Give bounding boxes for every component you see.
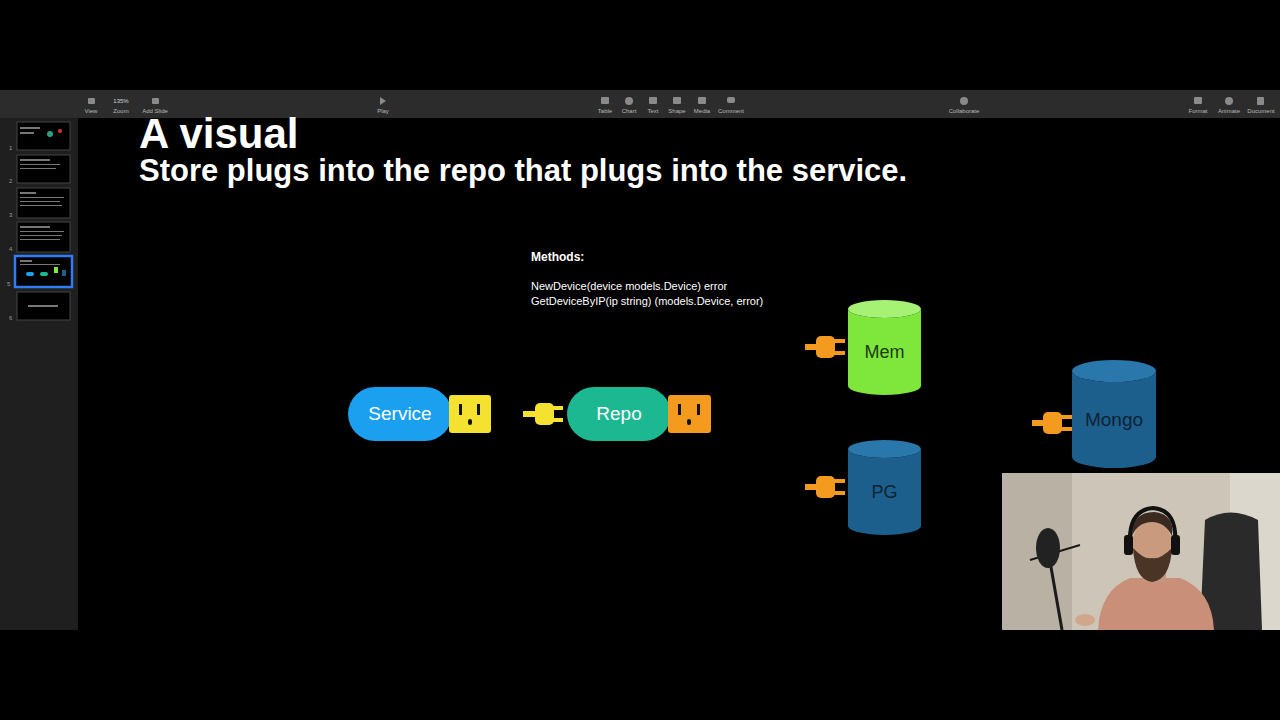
toolbar-label: Zoom	[113, 108, 128, 115]
zoom-value: 135%	[113, 98, 128, 105]
store-cylinder: Mongo	[1072, 360, 1156, 468]
node-label: Mem	[865, 342, 905, 363]
socket-symbol	[668, 395, 711, 433]
node-label: Repo	[596, 403, 641, 425]
webcam-overlay	[1002, 473, 1280, 630]
slide-number: 1	[9, 145, 12, 152]
toolbar-label: Text	[647, 108, 658, 115]
service-pill: Service	[348, 387, 452, 441]
slide-number: 4	[9, 246, 12, 253]
socket-symbol	[449, 395, 491, 433]
toolbar-label: Table	[598, 108, 612, 115]
toolbar-label: Play	[377, 108, 389, 115]
slide-number: 3	[9, 212, 12, 219]
toolbar-icons	[88, 97, 1264, 105]
toolbar-label: View	[85, 108, 98, 115]
toolbar-label: Add Slide	[142, 108, 168, 115]
toolbar-label: Media	[694, 108, 710, 115]
store-cylinder: PG	[848, 440, 921, 535]
slide-number: 6	[9, 315, 12, 322]
slide-number: 5	[7, 281, 10, 288]
subtitle: Store plugs into the repo that plugs int…	[139, 154, 907, 188]
slide-thumbnails	[15, 122, 72, 320]
node-label: Mongo	[1085, 409, 1143, 431]
plug-symbol	[805, 476, 845, 498]
slide-number: 2	[9, 178, 12, 185]
toolbar-label: Document	[1247, 108, 1274, 115]
node-label: PG	[871, 482, 897, 503]
method-signature: NewDevice(device models.Device) error	[531, 280, 727, 293]
plug-symbol	[1032, 412, 1072, 434]
node-label: Service	[368, 403, 431, 425]
plug-symbol	[523, 403, 563, 425]
toolbar-label: Shape	[668, 108, 685, 115]
toolbar-label: Comment	[718, 108, 744, 115]
methods-heading: Methods:	[531, 250, 584, 264]
plug-symbol	[805, 336, 845, 358]
slide-title: A visual	[139, 112, 299, 156]
toolbar-label: Collaborate	[949, 108, 980, 115]
store-cylinder: Mem	[848, 300, 921, 395]
slide-sidebar	[0, 118, 78, 630]
toolbar-label: Format	[1188, 108, 1207, 115]
repo-pill: Repo	[567, 387, 671, 441]
method-signature: GetDeviceByIP(ip string) (models.Device,…	[531, 295, 763, 308]
toolbar-label: Animate	[1218, 108, 1240, 115]
toolbar-label: Chart	[622, 108, 637, 115]
